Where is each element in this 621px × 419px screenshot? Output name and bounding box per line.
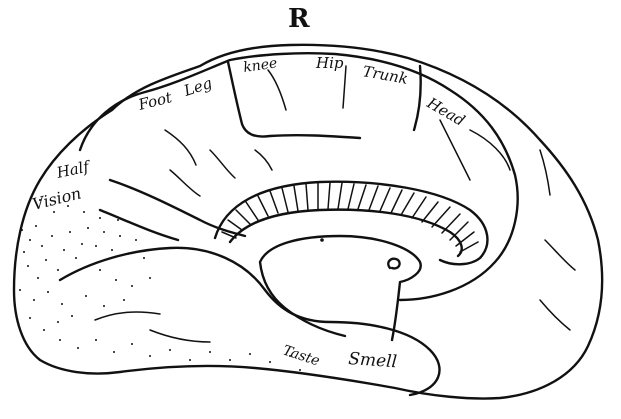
sulcus-11 xyxy=(150,330,210,342)
label-smell: Smell xyxy=(348,349,398,372)
midline-dot xyxy=(320,238,324,242)
calcarine-sulcus xyxy=(110,180,245,236)
label-taste: Taste xyxy=(281,343,322,370)
sulcus-5 xyxy=(440,120,470,180)
label-half: Half xyxy=(54,157,93,182)
sulcus-7 xyxy=(540,150,550,195)
paracentral-boundary-right xyxy=(414,66,421,130)
sulcus-3 xyxy=(255,150,272,170)
sulcus-8 xyxy=(545,240,575,270)
sulcus-9 xyxy=(540,300,570,330)
stippled-visual-area xyxy=(19,199,301,371)
sulcus-4 xyxy=(170,170,200,196)
sulcus-1 xyxy=(165,130,196,165)
central-sulcus xyxy=(343,66,346,108)
sulcus-2 xyxy=(210,150,235,178)
label-knee: knee xyxy=(242,55,278,76)
label-vision: Vision xyxy=(30,183,83,213)
parieto-occipital-sulcus xyxy=(100,210,178,240)
sulcus-6 xyxy=(470,130,510,170)
anterior-commissure xyxy=(388,259,399,269)
hemisphere-label: R xyxy=(288,4,310,34)
sulcus-10 xyxy=(95,312,160,320)
label-hip: Hip xyxy=(315,54,344,72)
paracentral-sulcus xyxy=(268,70,286,110)
thalamus-outline xyxy=(260,236,421,340)
